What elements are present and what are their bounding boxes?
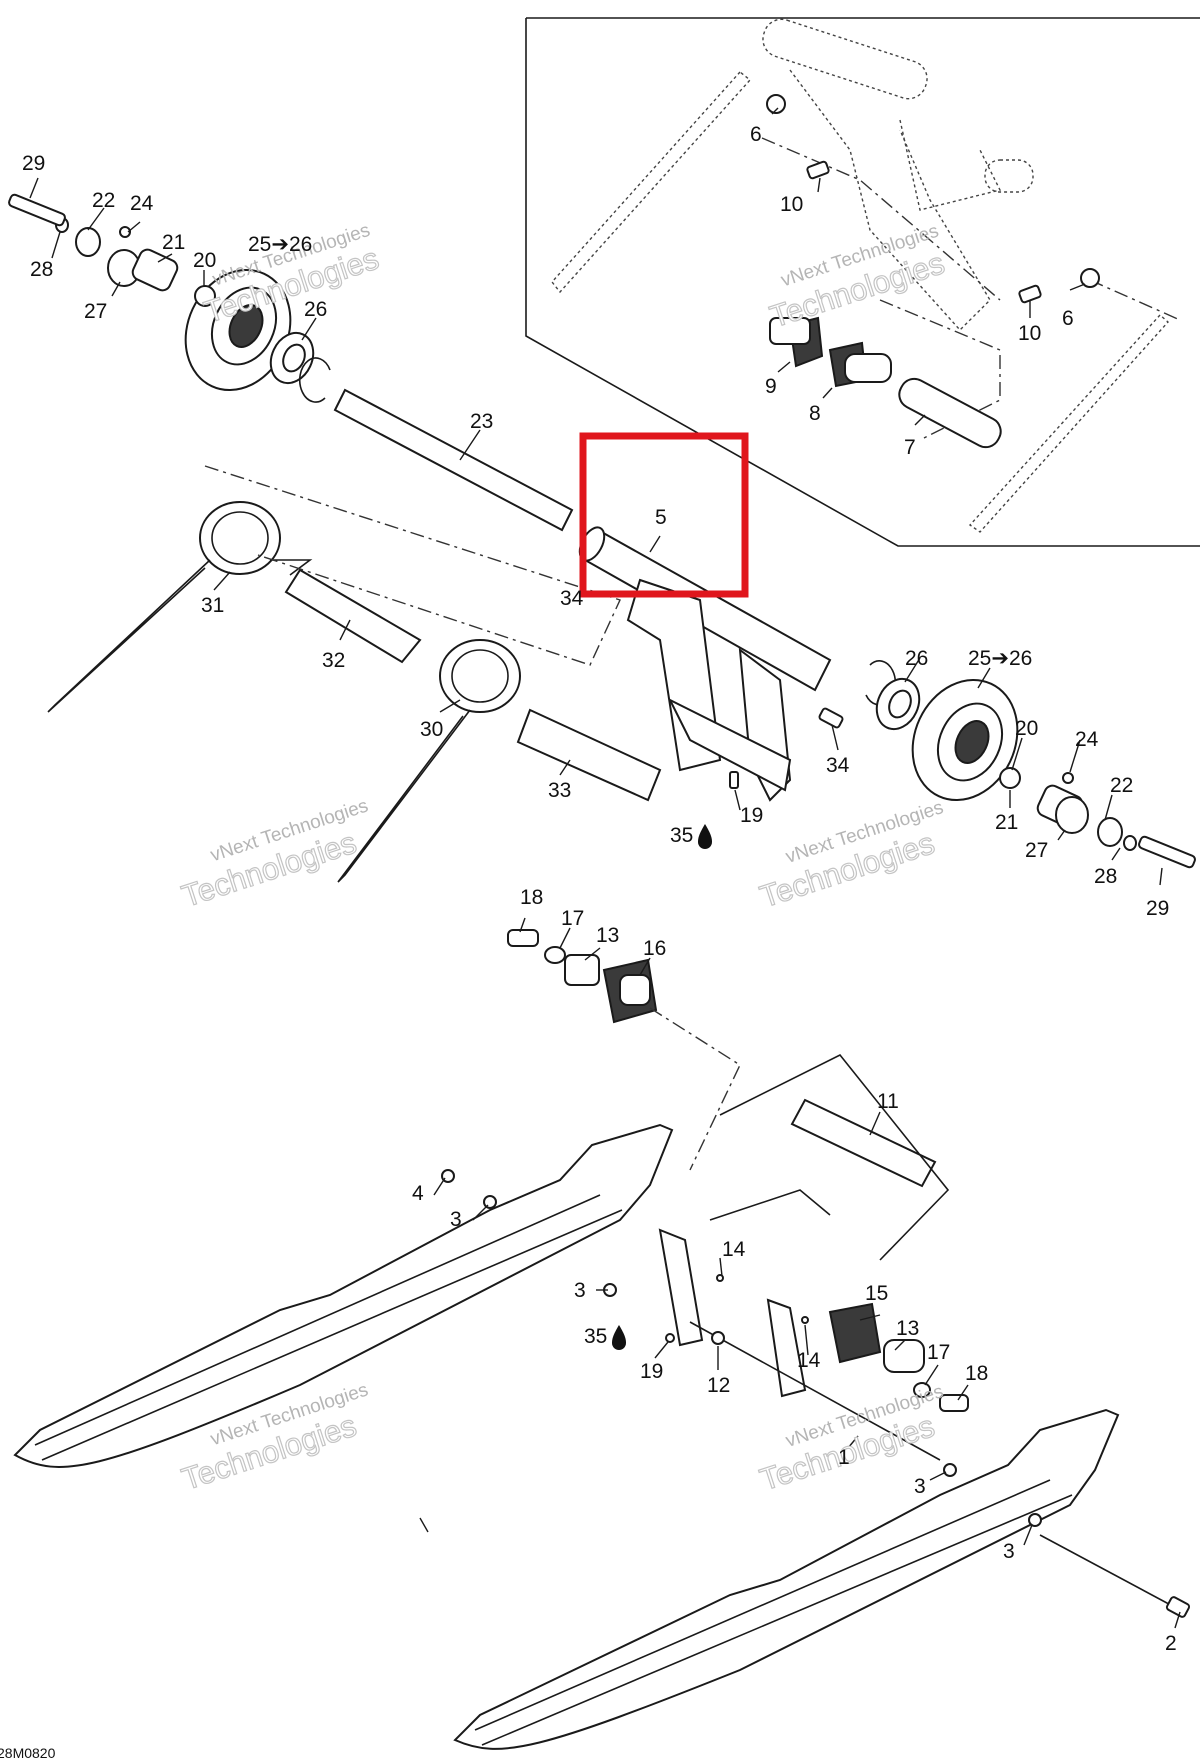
callout-label: 6 — [750, 123, 762, 146]
callout-label: 15 — [865, 1282, 888, 1305]
callout-label: 22 — [92, 189, 115, 212]
oil-drop-icon — [612, 1325, 626, 1350]
callout-label: 12 — [707, 1374, 730, 1397]
callout-label: 3 — [914, 1475, 926, 1498]
callout-label: 29 — [22, 152, 45, 175]
callout-label: 7 — [904, 436, 916, 459]
inset-panel — [525, 17, 1200, 547]
callout-labels: 6 6 7 8 9 10 10 23 5 34 31 32 30 33 34 1… — [22, 123, 1177, 1655]
callout-label: 14 — [797, 1349, 821, 1372]
callout-label: 31 — [201, 594, 224, 617]
callout-label: 27 — [84, 300, 107, 323]
callout-label: 23 — [470, 410, 493, 433]
highlight-box-part-5 — [579, 432, 749, 598]
callout-label: 5 — [655, 506, 667, 529]
callout-label: 34 — [826, 754, 850, 777]
oil-drop-icon — [698, 824, 712, 849]
callout-label: 26 — [304, 298, 327, 321]
callout-label: 3 — [1003, 1540, 1015, 1563]
callout-label: 18 — [965, 1362, 988, 1385]
callout-label: 34 — [560, 587, 584, 610]
callout-label: 1 — [838, 1446, 850, 1469]
callout-label: 21 — [162, 231, 185, 254]
bottom-slide-rails — [13, 1053, 1191, 1750]
callout-label: 17 — [927, 1341, 950, 1364]
callout-label: 22 — [1110, 774, 1133, 797]
callout-label: 6 — [1062, 307, 1074, 330]
callout-label: 17 — [561, 907, 584, 930]
callout-label: 20 — [193, 249, 216, 272]
callout-label: 13 — [596, 924, 619, 947]
callout-label: 30 — [420, 718, 443, 741]
callout-label: 27 — [1025, 839, 1048, 862]
callout-label: 25➔26 — [248, 233, 312, 256]
callout-label: 3 — [450, 1208, 462, 1231]
callout-label: 13 — [896, 1317, 919, 1340]
rear-arm-assembly — [8, 193, 1196, 883]
callout-label: 35 — [670, 824, 693, 847]
callout-leaders — [29, 107, 1181, 1629]
callout-label: 35 — [584, 1325, 607, 1348]
callout-label: 28 — [30, 258, 53, 281]
callout-label: 26 — [905, 647, 928, 670]
callout-label: 32 — [322, 649, 345, 672]
callout-label: 25➔26 — [968, 647, 1032, 670]
callout-label: 8 — [809, 402, 821, 425]
callout-label: 19 — [640, 1360, 663, 1383]
callout-label: 20 — [1015, 717, 1038, 740]
middle-mount-parts — [507, 929, 741, 1171]
callout-label: 9 — [765, 375, 777, 398]
callout-label: 2 — [1165, 1632, 1177, 1655]
callout-label: 16 — [643, 937, 666, 960]
callout-label: 14 — [722, 1238, 746, 1261]
callout-label: 3 — [574, 1279, 586, 1302]
callout-label: 19 — [740, 804, 763, 827]
callout-label: 4 — [412, 1182, 424, 1205]
callout-label: 28 — [1094, 865, 1117, 888]
callout-label: 10 — [780, 193, 803, 216]
callout-label: 18 — [520, 886, 543, 909]
drawing-code: 28M0820 — [0, 1745, 56, 1761]
callout-label: 24 — [130, 192, 154, 215]
callout-label: 24 — [1075, 728, 1099, 751]
callout-label: 29 — [1146, 897, 1169, 920]
callout-label: 33 — [548, 779, 571, 802]
callout-label: 11 — [877, 1090, 899, 1113]
callout-label: 21 — [995, 811, 1018, 834]
callout-label: 10 — [1018, 322, 1041, 345]
